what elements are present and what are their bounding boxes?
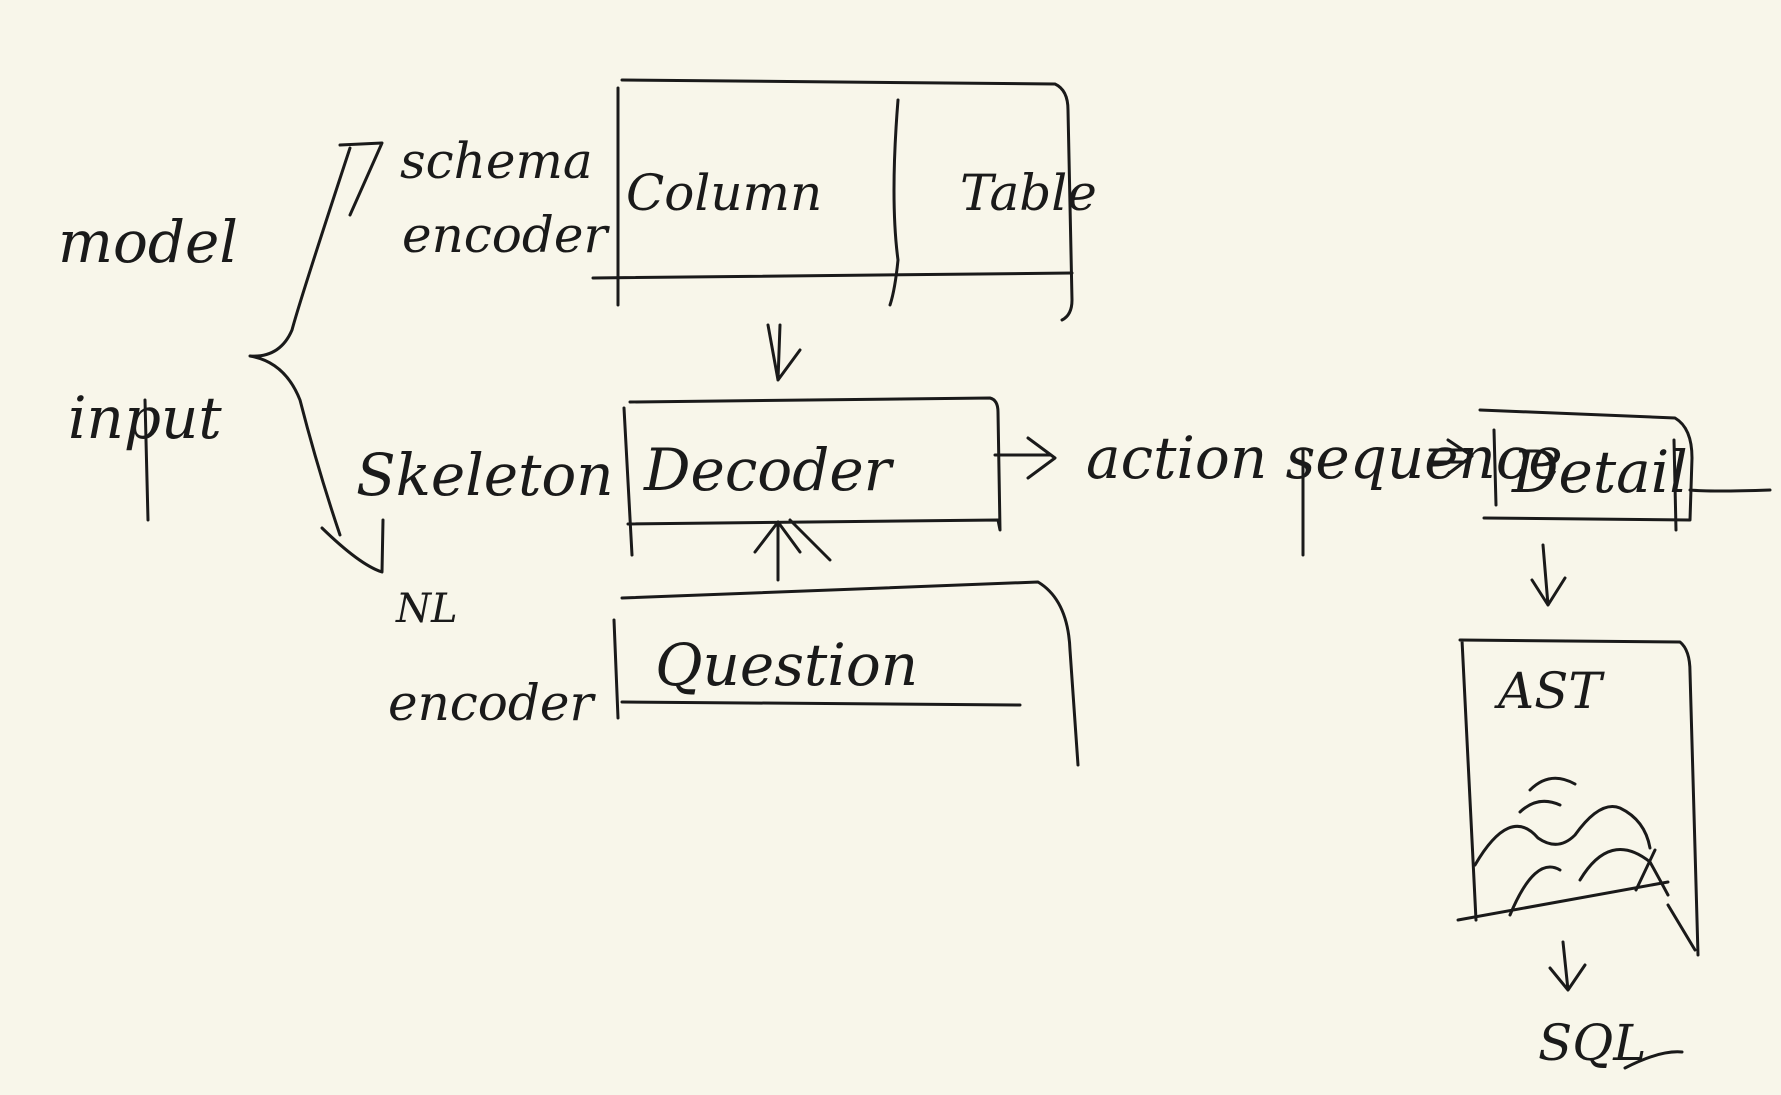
arrow-down-to-sql [1548,940,1587,992]
arrow-down-to-decoder [766,323,802,382]
brace [248,146,352,537]
question-box-label: Question [655,631,918,699]
detail-box-trailing-scribble [1688,488,1772,493]
brace-arrow-bottom [320,518,385,574]
schema-box-outline [620,78,1074,322]
table-cell: Table [960,164,1097,222]
ast-box-outline [1456,638,1700,957]
decoder-box-label: Decoder [643,436,895,504]
nl-label: NL [395,586,458,632]
double-arrow-to-detail [1428,438,1474,476]
schema-box-bottom-edge [591,271,1074,280]
model-label: model [58,208,238,276]
decoder-box-outline [626,396,1002,532]
schema-box-divider [888,98,900,307]
decoder-box-left-edge [622,406,634,557]
detail-box-left-edge [1492,428,1498,507]
schema-label: schema [400,132,593,190]
input-stroke [143,398,150,522]
question-box-outline [620,580,1080,767]
nl-encoder-label: encoder [388,674,596,732]
ast-box-label: AST [1494,662,1605,720]
question-box-left-edge [612,618,620,720]
ast-tree-sketch [1473,776,1670,917]
detail-box-label: Detail [1511,438,1688,506]
detail-box-divider [1672,438,1678,532]
schema-encoder-label: encoder [402,206,610,264]
question-box-bottom-edge [620,700,1022,707]
column-cell: Column [626,164,822,222]
skeleton-label: Skeleton [356,441,614,509]
sql-trailing-scribble [1623,1050,1684,1070]
action-sequence-label: action sequence [1086,424,1563,492]
brace-arrow-top [338,141,384,217]
detail-box-outline [1478,408,1694,522]
arrow-up-to-decoder [753,518,832,582]
sql-label: SQL [1538,1014,1646,1072]
arrow-down-to-ast [1530,543,1567,607]
arrow-to-action-sequence [993,436,1057,480]
